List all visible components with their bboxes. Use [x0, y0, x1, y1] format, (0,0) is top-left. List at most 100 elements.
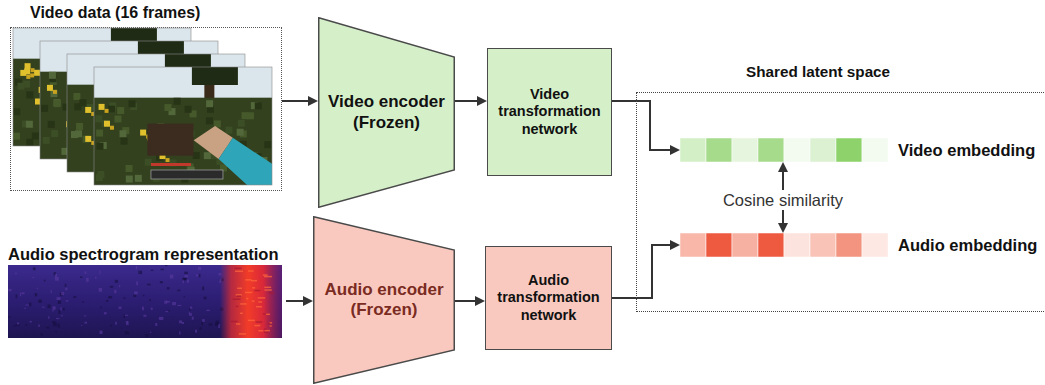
grass-texture: [17, 83, 24, 90]
spectrogram-streak: [143, 315, 146, 317]
spectrogram-streak: [61, 307, 62, 311]
spectrogram-burst-texture: [270, 325, 272, 327]
flower: [85, 107, 91, 113]
spectrogram-streak: [52, 310, 53, 312]
embedding-cell: [836, 233, 862, 257]
spectrogram-burst-texture: [266, 314, 270, 316]
frame-grass: [94, 98, 272, 185]
embedding-cell: [758, 138, 784, 162]
grass-texture: [95, 115, 102, 122]
spectrogram-streak: [61, 315, 63, 316]
spectrogram-streak: [187, 280, 189, 283]
spectrogram-streak: [184, 275, 188, 277]
heading-label: Audio spectrogram representation: [8, 244, 286, 264]
embedding-cell: [810, 138, 836, 162]
spectrogram-streak: [61, 292, 64, 295]
video-frame: [94, 67, 272, 185]
grass-texture: [164, 104, 171, 111]
spectrogram-burst-texture: [246, 298, 248, 300]
spectrogram-streak: [95, 277, 97, 279]
grass-texture: [225, 127, 232, 134]
spectrogram-streak: [202, 319, 205, 322]
spectrogram-streak: [85, 271, 87, 274]
spectrogram-streak: [145, 334, 148, 337]
spectrogram-streak: [25, 304, 29, 305]
spectrogram-streak: [84, 315, 86, 316]
flower: [110, 126, 114, 130]
spectrogram-streak: [133, 294, 136, 297]
flow-arrow: [282, 100, 310, 102]
embedding-cells: [680, 233, 888, 257]
spectrogram-streak: [165, 265, 168, 266]
embedding-cell: [706, 233, 732, 257]
spectrogram-streak: [42, 307, 45, 308]
spectrogram-burst-texture: [264, 287, 271, 289]
spectrogram-streak: [184, 296, 185, 297]
spectrogram-burst-texture: [248, 320, 255, 322]
spectrogram-burst-texture: [248, 270, 254, 272]
spectrogram-streak: [26, 324, 28, 326]
spectrogram-streak: [183, 278, 187, 280]
hud-hotbar: [151, 170, 223, 179]
spectrogram-streak: [119, 307, 122, 310]
embedding-cell: [732, 138, 758, 162]
spectrogram-streak: [38, 300, 42, 303]
spectrogram-streak: [200, 327, 202, 329]
flower: [47, 85, 53, 91]
spectrogram-streak: [172, 302, 176, 305]
spectrogram-streak: [155, 323, 157, 326]
embedding-cell: [732, 233, 758, 257]
spectrogram-illustration: [8, 265, 282, 338]
spectrogram-streak: [16, 294, 18, 298]
flower: [105, 109, 109, 113]
embedding-cell: [836, 138, 862, 162]
grass-texture: [145, 159, 152, 166]
flower: [99, 104, 105, 110]
spectrogram-streak: [166, 301, 170, 303]
spectrogram-streak: [58, 300, 61, 304]
spectrogram-streak: [66, 300, 69, 301]
spectrogram-streak: [37, 288, 38, 290]
encoder-trapezoid: Audio encoder (Frozen): [313, 216, 455, 384]
flower: [30, 73, 34, 77]
spectrogram-streak: [168, 310, 170, 311]
spectrogram-burst-texture: [237, 288, 242, 290]
spectrogram-burst-texture: [264, 329, 267, 331]
embedding-vector: Audio embedding: [680, 233, 1040, 257]
grass-texture: [26, 91, 33, 98]
spectrogram-streak: [80, 276, 82, 277]
spectrogram-streak: [160, 269, 163, 271]
spectrogram-streak: [201, 322, 203, 325]
grass-texture: [108, 106, 115, 113]
grass-texture: [206, 117, 213, 124]
spectrogram-streak: [136, 266, 137, 270]
trapezoid-shape: [319, 18, 455, 208]
grass-texture: [54, 100, 61, 107]
flower: [85, 136, 91, 142]
grass-texture: [96, 143, 103, 150]
spectrogram-streak: [86, 278, 89, 282]
grass-texture: [119, 130, 126, 137]
spectrogram-burst-texture: [240, 303, 246, 305]
spectrogram-streak: [199, 274, 201, 277]
spectrogram-streak: [100, 270, 101, 274]
node-label: Audio transformation network: [486, 272, 611, 324]
flower: [25, 63, 31, 69]
spectrogram-streak: [59, 310, 61, 314]
grass-texture: [264, 141, 271, 148]
spectrogram-streak: [123, 298, 126, 299]
grass-texture: [204, 152, 211, 159]
video-frames-illustration: [10, 3, 282, 191]
spectrogram-streak: [126, 322, 128, 323]
spectrogram-streak: [195, 330, 197, 333]
flow-arrow: [455, 300, 477, 302]
spectrogram-streak: [100, 331, 103, 334]
flower: [24, 68, 30, 74]
frame-tree: [204, 85, 214, 99]
flow-arrow: [286, 300, 305, 302]
grass-texture: [79, 99, 86, 106]
spectrogram-burst-texture: [256, 306, 262, 308]
dirt-patch: [147, 124, 193, 156]
spectrogram-streak: [51, 290, 52, 293]
spectrogram-streak: [110, 325, 111, 327]
